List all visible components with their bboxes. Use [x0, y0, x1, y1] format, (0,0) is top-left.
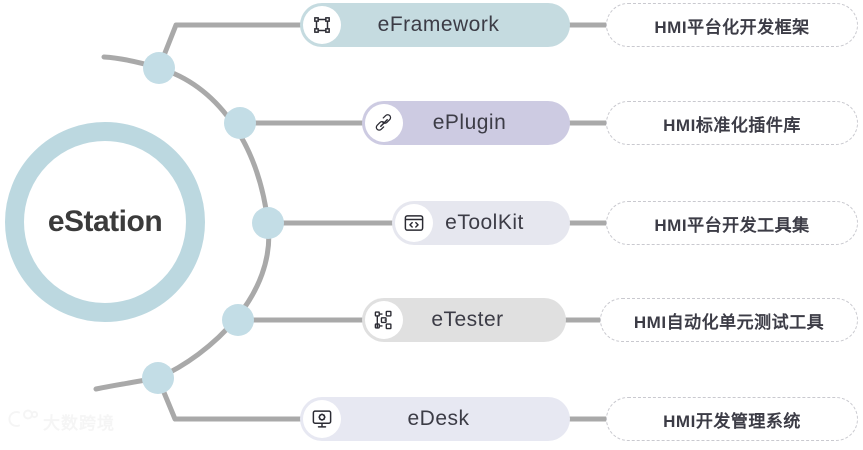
module-pill-eframework[interactable]: eFramework [300, 3, 570, 47]
watermark: 大数跨境 [8, 408, 115, 435]
junction-node-5[interactable] [142, 362, 174, 394]
description-capsule-eframework[interactable]: HMI平台化开发框架 [606, 3, 858, 47]
description-capsule-eplugin[interactable]: HMI标准化插件库 [606, 101, 858, 145]
module-label: eDesk [407, 407, 470, 430]
junction-node-4[interactable] [222, 304, 254, 336]
module-pill-eplugin[interactable]: ePlugin [362, 101, 570, 145]
description-label: HMI平台化开发框架 [654, 17, 810, 37]
module-pill-etoolkit[interactable]: eToolKit [392, 201, 570, 245]
node-network-icon [365, 301, 403, 339]
junction-node-2[interactable] [224, 107, 256, 139]
description-label: HMI自动化单元测试工具 [633, 312, 825, 332]
module-label: ePlugin [432, 111, 507, 134]
module-label: eToolKit [445, 211, 524, 234]
module-pill-edesk[interactable]: eDesk [300, 397, 570, 441]
junction-node-1[interactable] [143, 52, 175, 84]
junction-node-3[interactable] [252, 207, 284, 239]
hub-label: eStation [47, 205, 163, 238]
description-label: HMI开发管理系统 [663, 411, 801, 431]
description-label: HMI标准化插件库 [663, 115, 801, 135]
artboard-frame-icon [303, 6, 341, 44]
desktop-monitor-icon [303, 400, 341, 438]
module-pill-etester[interactable]: eTester [362, 298, 566, 342]
hub-ring[interactable]: eStation [5, 122, 205, 322]
description-capsule-edesk[interactable]: HMI开发管理系统 [606, 397, 858, 441]
connector-row-5 [155, 375, 303, 422]
module-label: eTester [431, 308, 504, 331]
description-capsule-etester[interactable]: HMI自动化单元测试工具 [600, 298, 858, 342]
description-capsule-etoolkit[interactable]: HMI平台开发工具集 [606, 201, 858, 245]
watermark-text: 大数跨境 [43, 414, 115, 433]
watermark-logo-icon [8, 408, 39, 435]
connector-row-1 [156, 22, 303, 71]
code-window-icon [395, 204, 433, 242]
description-label: HMI平台开发工具集 [654, 215, 810, 235]
link-chain-icon [365, 104, 403, 142]
module-label: eFramework [377, 13, 500, 36]
